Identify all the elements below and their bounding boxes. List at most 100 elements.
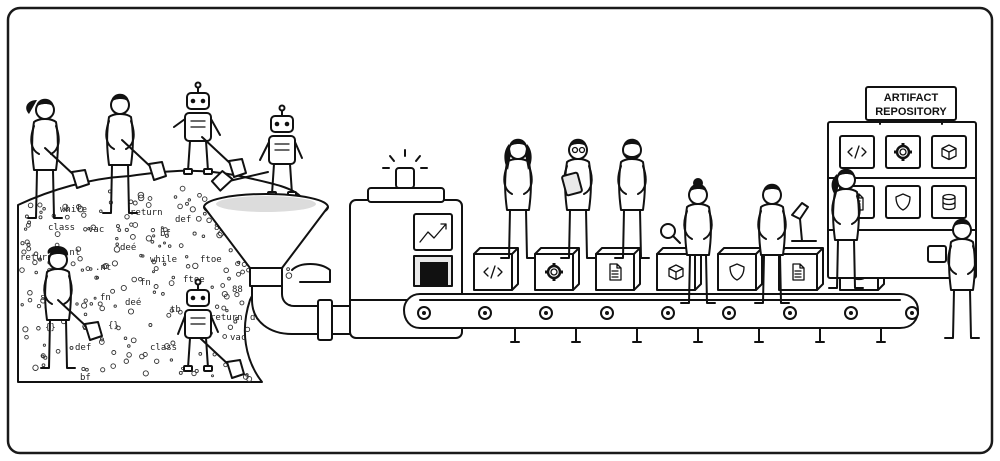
pile-dot (100, 367, 106, 373)
pile-dot (223, 293, 230, 300)
pile-dot (170, 340, 176, 346)
conveyor-roller (844, 306, 858, 320)
pile-dot (20, 241, 25, 246)
pile-dot (158, 244, 162, 248)
pile-dot (80, 268, 85, 272)
pile-code-word: class (48, 223, 75, 233)
pile-dot (81, 302, 88, 309)
pile-dot (137, 194, 145, 202)
pile-dot (235, 261, 241, 267)
conveyor-box-code (473, 247, 519, 291)
conveyor-leg (754, 327, 764, 343)
illustration-frame (6, 6, 994, 455)
pile-dot (285, 272, 293, 279)
pile-dot (201, 234, 206, 238)
conveyor-leg (632, 327, 642, 343)
pile-code-word: return (20, 253, 53, 263)
pile-dot (169, 308, 174, 313)
pile-dot (42, 343, 46, 347)
pile-dot (97, 301, 103, 307)
conveyor-leg (693, 327, 703, 343)
pile-dot (145, 235, 153, 242)
pile-dot (38, 257, 42, 262)
conveyor-legs (510, 327, 886, 343)
pile-dot (214, 304, 220, 309)
pile-dot (137, 191, 145, 199)
pile-dot (139, 353, 145, 360)
conveyor-box-document (595, 247, 641, 291)
sign-line-1: ARTIFACT (884, 92, 939, 104)
pile-dot (228, 248, 233, 253)
pile-dot (36, 303, 42, 309)
pile-dot (81, 212, 87, 218)
pile-code-word: deé (125, 297, 141, 308)
pile-code-word: def (75, 343, 91, 353)
pile-code-word: bf (160, 229, 171, 239)
pile-dot (26, 242, 31, 247)
pile-dot (162, 262, 167, 266)
pile-dot (83, 312, 88, 317)
worker-man-bottom (40, 246, 103, 369)
pile-dot (77, 256, 83, 262)
pile-dot (202, 211, 207, 216)
pile-dot (244, 326, 251, 333)
pile-dot (26, 246, 32, 252)
pile-dot (167, 244, 172, 248)
conveyor-roller (905, 306, 919, 320)
pile-code-word: vac (230, 333, 246, 343)
pile-dot (138, 276, 143, 282)
pile-dot (39, 210, 43, 214)
pile-dot (168, 280, 175, 286)
conveyor-roller (417, 306, 431, 320)
pile-dot (41, 363, 46, 368)
pile-dot (150, 227, 156, 233)
pile-dot (101, 263, 108, 270)
pile-dot (233, 319, 238, 324)
pile-dot (139, 253, 143, 258)
inspector-man-beard (614, 137, 650, 259)
pile-dot (192, 231, 197, 236)
conveyor-roller (722, 306, 736, 320)
pile-dot (185, 201, 189, 206)
pile-dot (132, 222, 139, 228)
pile-dot (153, 266, 159, 272)
pile-dot (154, 358, 160, 364)
pile-dot (70, 261, 76, 267)
pile-dot (189, 206, 196, 213)
conveyor-leg (876, 327, 886, 343)
pile-dot (115, 236, 119, 241)
pile-dot (150, 239, 155, 244)
conveyor-roller (783, 306, 797, 320)
pile-dot (33, 251, 39, 257)
pile-dot (116, 224, 120, 229)
pile-dot (171, 275, 176, 280)
pile-dot (24, 334, 29, 340)
shelf-box-database (931, 185, 967, 219)
pile-dot (141, 254, 145, 258)
conveyor-rollers (417, 306, 919, 320)
conveyor-boxes (473, 247, 885, 291)
pile-dot (197, 192, 202, 198)
pile-code-word: {} (108, 321, 119, 331)
pile-dot (54, 231, 61, 237)
pile-dot (187, 198, 191, 202)
pile-dot (195, 215, 202, 222)
conveyor-roller (661, 306, 675, 320)
robot-digger-1 (173, 81, 247, 178)
pile-dot (27, 202, 34, 209)
pile-dot (185, 255, 189, 259)
pile-dot (194, 368, 199, 374)
pile-dot (38, 215, 43, 220)
pile-dot (69, 345, 74, 350)
pile-dot (64, 214, 70, 220)
pile-dot (62, 203, 69, 210)
pile-dot (22, 326, 29, 333)
worker-man-carrying-box (927, 217, 980, 339)
pile-code-word: 88 (232, 285, 243, 295)
pile-dot (76, 204, 82, 210)
pile-code-word: s (180, 365, 185, 375)
pile-dot (110, 363, 116, 369)
inspector-woman-magnifier (660, 178, 716, 304)
conveyor-roller (600, 306, 614, 320)
